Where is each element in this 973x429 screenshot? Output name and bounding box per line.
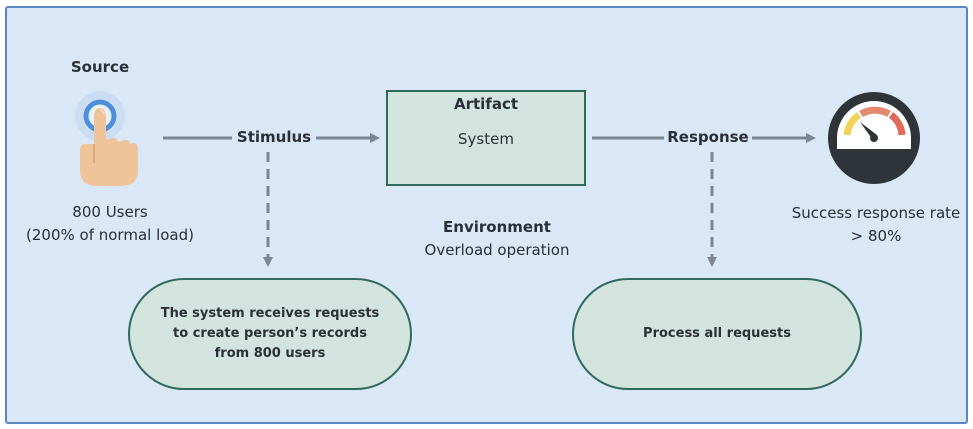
artifact-title: Artifact — [453, 95, 519, 113]
speedometer-gauge-icon — [828, 92, 920, 184]
hand-touch-icon — [75, 91, 138, 186]
artifact-value: System — [458, 130, 514, 148]
measure-line2: > 80% — [850, 227, 902, 245]
artifact-box: Artifact System — [386, 90, 586, 186]
environment-value: Overload operation — [424, 241, 570, 259]
source-title: Source — [70, 58, 130, 76]
stimulus-description-text: The system receives requests to create p… — [160, 306, 380, 361]
source-line1: 800 Users — [72, 203, 148, 221]
measure-line1: Success response rate — [791, 204, 961, 222]
stimulus-label: Stimulus — [232, 128, 316, 146]
response-description-pill: Process all requests — [572, 278, 862, 390]
measure-description: Success response rate > 80% — [776, 202, 973, 248]
environment-title: Environment — [443, 218, 551, 236]
stimulus-description-pill: The system receives requests to create p… — [128, 278, 412, 390]
source-description: 800 Users (200% of normal load) — [10, 201, 210, 247]
response-label: Response — [664, 128, 752, 146]
source-line2: (200% of normal load) — [26, 226, 194, 244]
response-description-text: Process all requests — [643, 326, 791, 341]
